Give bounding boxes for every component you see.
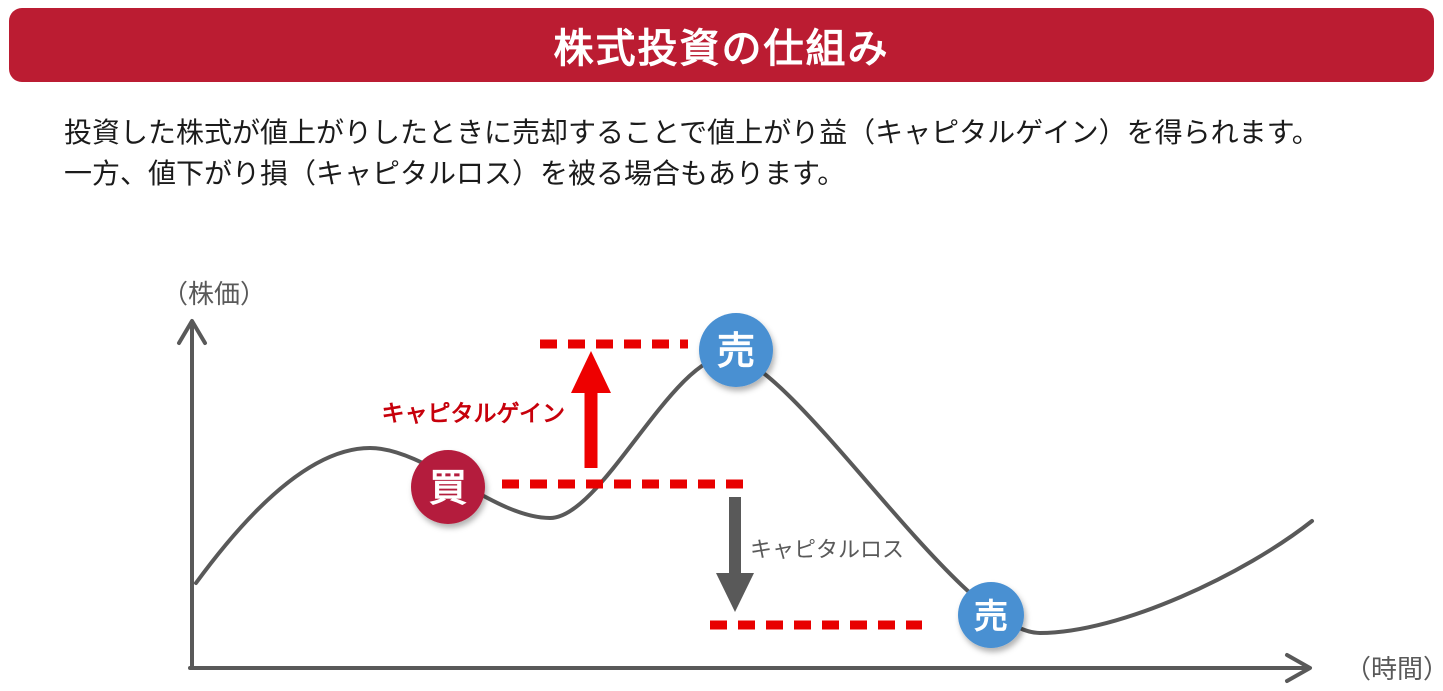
price-curve: [194, 353, 1314, 636]
description-line-1: 投資した株式が値上がりしたときに売却することで値上がり益（キャピタルゲイン）を得…: [64, 117, 1320, 148]
sell-marker-peak: 売: [699, 313, 773, 387]
sell-marker-trough: 売: [958, 582, 1024, 648]
description: 投資した株式が値上がりしたときに売却することで値上がり益（キャピタルゲイン）を得…: [64, 112, 1320, 194]
title-banner: 株式投資の仕組み: [9, 8, 1434, 82]
x-axis-arrow-icon: [1285, 653, 1312, 683]
x-axis-label: （時間）: [1345, 654, 1443, 684]
y-axis-arrow-icon: [177, 319, 207, 345]
y-axis-label: （株価）: [162, 279, 266, 309]
y-axis: [177, 319, 207, 670]
buy-marker-label: 買: [429, 468, 467, 510]
capital-loss-arrow-icon: [716, 497, 754, 612]
capital-loss-label: キャピタルロス: [750, 537, 904, 562]
description-line-2: 一方、値下がり損（キャピタルロス）を被る場合もあります。: [64, 158, 846, 189]
capital-gain-label: キャピタルゲイン: [381, 400, 565, 426]
sell-marker-trough-label: 売: [974, 598, 1008, 636]
sell-marker-peak-label: 売: [717, 331, 755, 373]
buy-marker: 買: [411, 450, 485, 524]
x-axis: [188, 653, 1312, 683]
page-title: 株式投資の仕組み: [553, 27, 890, 71]
capital-gain-arrow-icon: [571, 351, 611, 468]
